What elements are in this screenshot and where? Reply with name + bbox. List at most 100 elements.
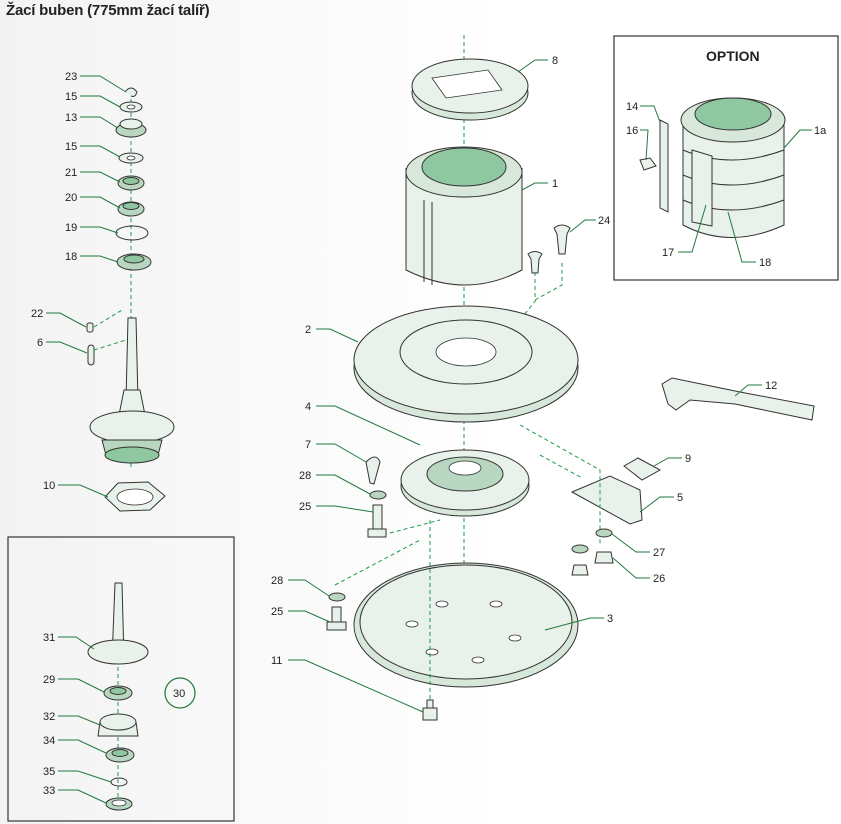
leader-32 (58, 715, 101, 726)
part-3-dish-hole-6 (471, 656, 485, 664)
leader-26 (612, 557, 650, 579)
diagram-title: Žací buben (775mm žací talíř) (6, 2, 210, 19)
part-3-dish-hole-5 (425, 648, 439, 656)
leader-27 (611, 533, 650, 553)
leader-21 (80, 171, 121, 183)
callout-28: 28 (271, 575, 283, 587)
callout-26: 26 (653, 573, 665, 585)
leader-15b (80, 145, 121, 158)
leader-23 (80, 75, 127, 93)
leader-19 (80, 226, 119, 234)
part-25-bolt-b-head (326, 621, 347, 631)
callout-25: 25 (299, 501, 311, 513)
bolt-axis-lines (511, 260, 563, 331)
leader-4 (316, 405, 421, 446)
callout-29: 29 (43, 674, 55, 686)
callout-15: 15 (65, 91, 77, 103)
leader-28a (316, 474, 371, 495)
part-27-washer (595, 528, 613, 538)
part-11-bolt-shank (426, 699, 434, 709)
leader-31 (58, 636, 95, 650)
part-1-drum-top (421, 147, 507, 187)
leader-3 (544, 617, 604, 631)
leader-10 (58, 484, 109, 498)
callout-24: 24 (598, 215, 610, 227)
part-6-key (87, 344, 95, 366)
option-title: OPTION (706, 48, 760, 64)
part-28-washer-b (328, 592, 346, 602)
leader-5 (639, 496, 674, 513)
callout-19: 19 (65, 222, 77, 234)
leader-35 (58, 770, 112, 783)
part-11-bolt (422, 707, 438, 721)
part-3-dish-hole-4 (508, 634, 522, 642)
leader-1a (783, 129, 812, 149)
part-17-plate (691, 149, 713, 227)
part-18-bearing-inner (123, 254, 145, 264)
part-7-bracket (365, 456, 381, 485)
callout-25: 25 (271, 606, 283, 618)
leader-28b (288, 579, 330, 597)
leader-13 (80, 116, 119, 129)
part-35-ring (110, 777, 128, 787)
part-19-retaining-ring (115, 225, 149, 241)
callout-6: 6 (37, 337, 43, 349)
part-25-bolt-b (331, 606, 342, 623)
part-3-dish-hole-2 (489, 600, 503, 608)
part-10-hex-plate-hole (116, 488, 154, 506)
leader-15a (80, 95, 121, 108)
part-12-lever (661, 377, 815, 421)
part-26-nut-b (594, 551, 614, 564)
callout-23: 23 (65, 71, 77, 83)
part-3-dish (359, 564, 573, 680)
part-4-hub-plate-hole (448, 460, 482, 476)
callout-21: 21 (65, 167, 77, 179)
leader-33 (58, 789, 107, 804)
part-9-plate (623, 457, 662, 481)
callout-35: 35 (43, 766, 55, 778)
leader-14 (640, 105, 661, 123)
callout-27: 27 (653, 547, 665, 559)
callout-33: 33 (43, 785, 55, 797)
leader-25a (316, 505, 374, 513)
leader-24 (569, 219, 596, 233)
leader-18b (727, 211, 756, 263)
callout-30: 30 (173, 688, 185, 700)
leader-18 (80, 255, 119, 263)
part-2-disc-hole (435, 337, 497, 367)
part-33-seal-hole (111, 799, 127, 807)
hub-flange (89, 410, 175, 444)
leader-7 (316, 443, 367, 463)
part-30-circle-marker (164, 677, 196, 709)
callout-17: 17 (662, 247, 674, 259)
part-24-bolt-b (527, 251, 543, 274)
callout-10: 10 (43, 480, 55, 492)
callout-31: 31 (43, 632, 55, 644)
leader-17 (678, 204, 707, 253)
leader-29 (58, 678, 105, 693)
left-axis-branch (93, 309, 127, 351)
callout-15: 15 (65, 141, 77, 153)
part-29-bearing-inner (109, 687, 127, 695)
callout-3: 3 (607, 613, 613, 625)
callout-16: 16 (626, 125, 638, 137)
part-8-cover-slot (431, 69, 503, 99)
callout-22: 22 (31, 308, 43, 320)
part-31-flange (87, 639, 149, 665)
callout-28: 28 (299, 470, 311, 482)
callout-11: 11 (271, 655, 282, 667)
leader-34 (58, 739, 107, 754)
hub-shaft-upper (125, 317, 139, 401)
option-frame (613, 35, 839, 281)
leader-6 (46, 341, 88, 354)
part-3-dish-hole-1 (435, 600, 449, 608)
leader-9 (653, 457, 682, 467)
part-25-bolt-a-head (367, 528, 387, 538)
part-15-washer-bottom-hole (126, 155, 136, 161)
part-28-washer-c (571, 544, 589, 554)
leader-1 (521, 182, 548, 191)
leader-25b (288, 610, 331, 623)
callout-1a: 1a (814, 125, 827, 137)
